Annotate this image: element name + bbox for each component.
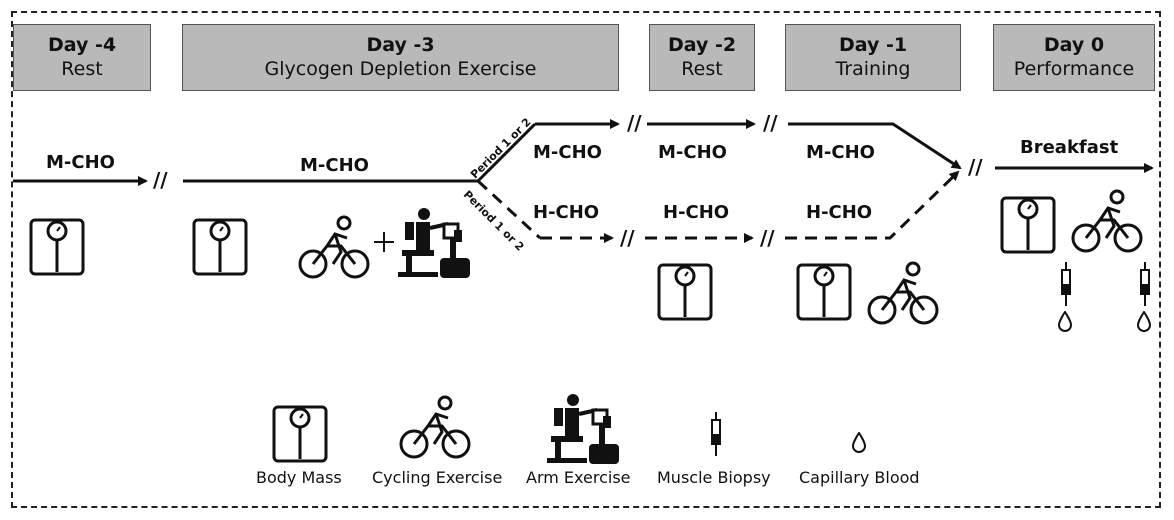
day-minus3-box: Day -3 Glycogen Depletion Exercise [182, 24, 619, 91]
legend-body-mass: Body Mass [256, 468, 342, 487]
arm-ergometer-icon [398, 208, 470, 278]
mcho-label: M-CHO [806, 142, 875, 163]
day-minus2-title: Day -2 [667, 34, 737, 56]
break-mark: // [620, 226, 635, 250]
day-0-subtitle: Performance [1013, 58, 1135, 80]
bicycle-icon [399, 395, 471, 459]
branch-down [476, 179, 542, 240]
scale-icon [272, 405, 328, 463]
bicycle-icon [298, 215, 370, 279]
diagram-frame [11, 11, 1161, 508]
syringe-icon [1140, 262, 1150, 306]
break-mark: // [627, 111, 642, 135]
arm-ergometer-icon [547, 394, 619, 464]
drop-icon [1057, 311, 1073, 332]
day-0-title: Day 0 [1043, 34, 1105, 56]
drop-icon [851, 432, 867, 453]
scale-icon [192, 218, 248, 276]
bicycle-icon [867, 261, 939, 325]
hcho-label: H-CHO [533, 202, 600, 223]
day-minus4-box: Day -4 Rest [13, 24, 151, 91]
day-minus1-title: Day -1 [838, 34, 908, 56]
plus-icon [374, 232, 394, 252]
legend-blood: Capillary Blood [799, 468, 920, 487]
drop-icon [1136, 311, 1152, 332]
scale-icon [1000, 196, 1056, 254]
break-mark: // [153, 168, 168, 192]
branch-up [476, 122, 537, 183]
day-0-box: Day 0 Performance [993, 24, 1155, 91]
hcho-label: H-CHO [806, 202, 873, 223]
syringe-icon [711, 412, 721, 456]
arrow-mcho-3 [788, 122, 962, 170]
mcho-label: M-CHO [658, 142, 727, 163]
scale-icon [657, 263, 713, 321]
break-mark: // [760, 226, 775, 250]
bicycle-icon [1071, 189, 1143, 253]
break-mark: // [763, 111, 778, 135]
arrow-hcho-3 [785, 170, 960, 240]
day-minus4-title: Day -4 [47, 34, 117, 56]
legend-cycling: Cycling Exercise [372, 468, 503, 487]
break-mark: // [968, 155, 983, 179]
syringe-icon [1061, 262, 1071, 306]
scale-icon [29, 218, 85, 276]
day-minus3-title: Day -3 [366, 34, 435, 56]
breakfast-label: Breakfast [1020, 137, 1119, 158]
hcho-label: H-CHO [663, 202, 730, 223]
day-minus1-subtitle: Training [835, 58, 911, 80]
mcho-label: M-CHO [300, 155, 369, 176]
day-minus2-box: Day -2 Rest [649, 24, 755, 91]
mcho-label: M-CHO [46, 152, 115, 173]
day-minus3-subtitle: Glycogen Depletion Exercise [264, 58, 537, 80]
day-minus1-box: Day -1 Training [785, 24, 961, 91]
legend-arm: Arm Exercise [526, 468, 631, 487]
legend-biopsy: Muscle Biopsy [657, 468, 771, 487]
day-minus2-subtitle: Rest [681, 58, 723, 80]
scale-icon [796, 263, 852, 321]
mcho-label: M-CHO [533, 142, 602, 163]
day-minus4-subtitle: Rest [61, 58, 103, 80]
